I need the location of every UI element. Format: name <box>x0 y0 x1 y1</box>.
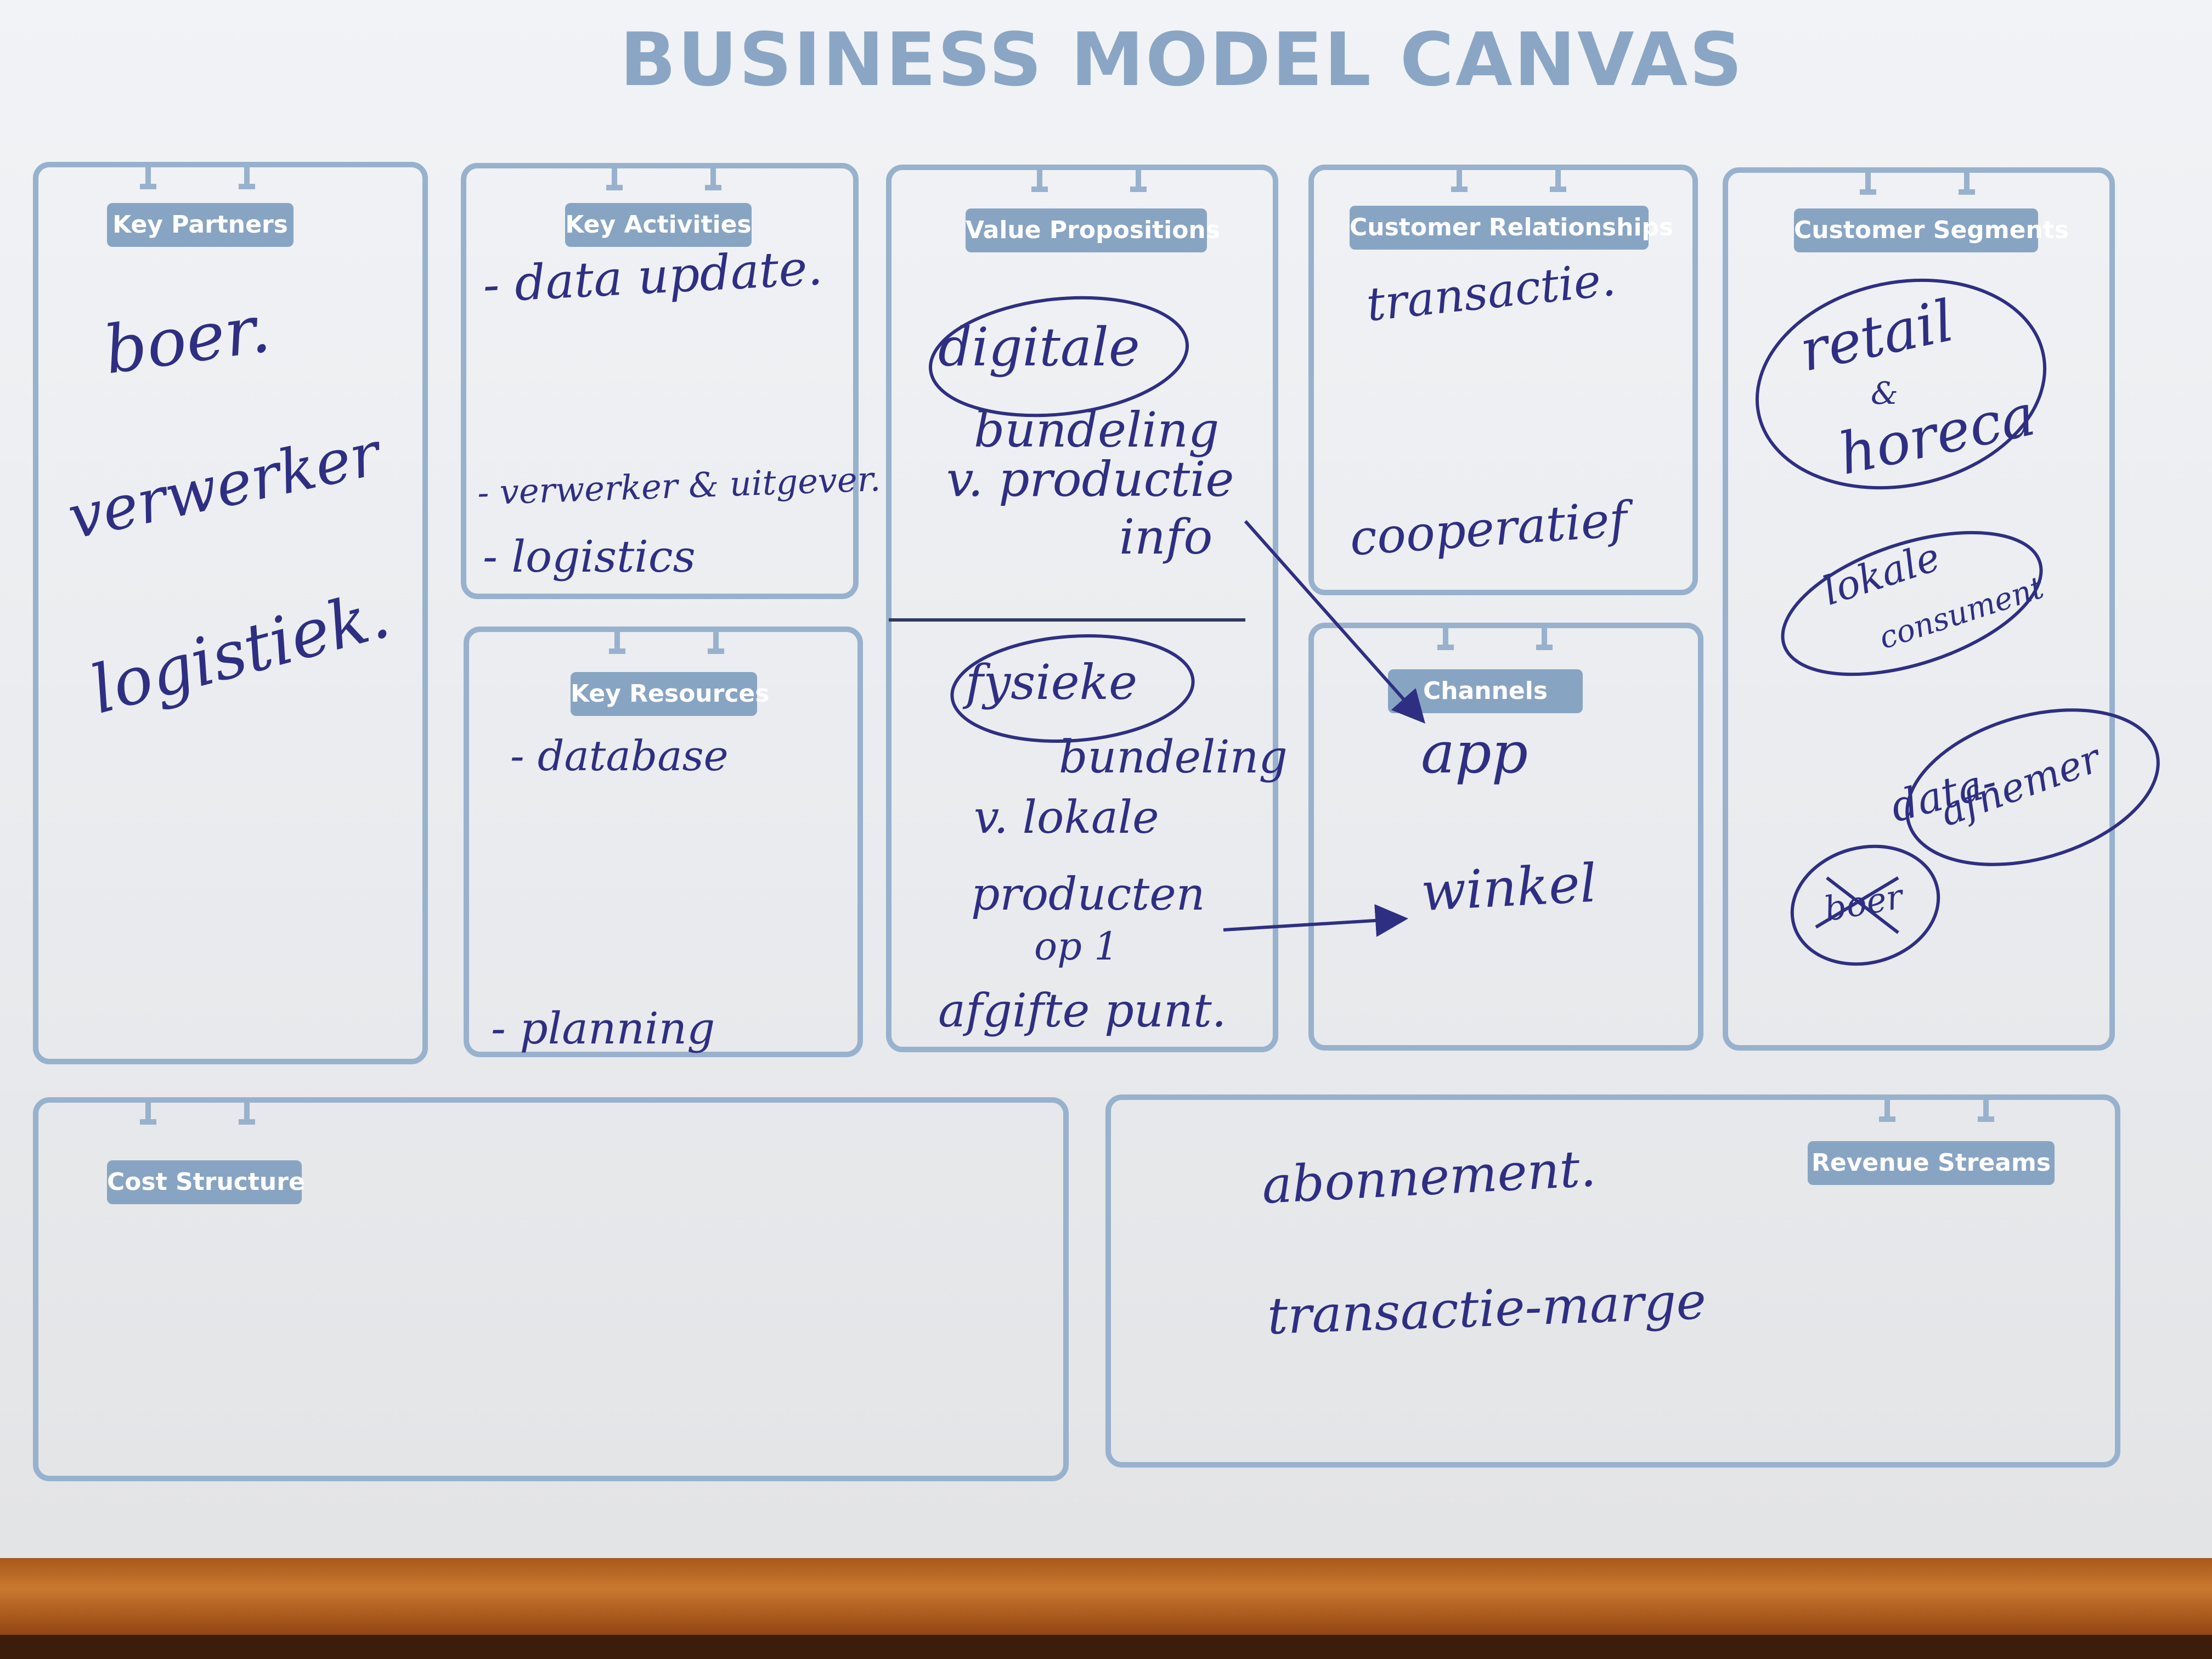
value-prop-physical-line: afgifte punt. <box>938 984 1227 1037</box>
lokale-consument-circle <box>1781 531 2043 676</box>
data-afnemer-circle <box>1905 708 2160 866</box>
value-propositions-divider <box>889 618 1245 622</box>
key-resources-label: Key Resources <box>571 672 769 716</box>
key-activities-block <box>461 163 859 599</box>
key-resources-note: - planning <box>491 1003 715 1054</box>
customer-relationships-block <box>1308 165 1698 595</box>
retail-horeca-circle <box>1755 278 2047 490</box>
customer-segments-label: Customer Segments <box>1794 208 2069 252</box>
channels-block <box>1308 623 1703 1051</box>
channels-note: app <box>1421 719 1528 786</box>
key-activities-label: Key Activities <box>565 203 752 247</box>
revenue-streams-block <box>1105 1094 2120 1468</box>
customer-segments-block <box>1723 167 2115 1051</box>
value-prop-physical-line: op 1 <box>1034 924 1119 969</box>
key-partners-label: Key Partners <box>107 203 294 247</box>
cost-structure-label: Cost Structure <box>107 1160 305 1204</box>
value-prop-physical-circled: fysieke <box>966 654 1138 710</box>
key-partners-block <box>33 162 428 1064</box>
fysieke-circle <box>950 634 1195 743</box>
key-resources-note: - database <box>510 731 729 780</box>
value-propositions-block <box>886 165 1278 1052</box>
value-prop-physical-line: bundeling <box>1059 731 1288 783</box>
key-activities-note: - logistics <box>483 531 696 582</box>
value-prop-digital-line: v. productie <box>946 451 1234 507</box>
producten-to-winkel-arrow <box>1223 904 1408 937</box>
customer-relationships-label: Customer Relationships <box>1350 206 1673 250</box>
customer-segments-note: & <box>1871 376 1898 411</box>
boer-strike <box>1815 876 1899 934</box>
value-prop-digital-line: info <box>1119 509 1213 565</box>
canvas-title: BUSINESS MODEL CANVAS <box>620 17 1744 103</box>
pen-marks <box>929 278 2160 966</box>
value-prop-physical-line: producten <box>971 868 1205 921</box>
table-edge <box>0 1635 2212 1659</box>
value-propositions-label: Value Propositions <box>966 208 1220 252</box>
cost-structure-block <box>33 1097 1069 1481</box>
key-resources-block <box>464 627 863 1057</box>
digitale-circle <box>929 296 1189 417</box>
info-to-app-arrow <box>1244 520 1425 724</box>
value-prop-physical-line: v. lokale <box>974 792 1159 844</box>
revenue-streams-label: Revenue Streams <box>1808 1141 2055 1185</box>
boer-circle <box>1790 844 1940 966</box>
value-prop-digital-circled: digitale <box>938 317 1140 378</box>
